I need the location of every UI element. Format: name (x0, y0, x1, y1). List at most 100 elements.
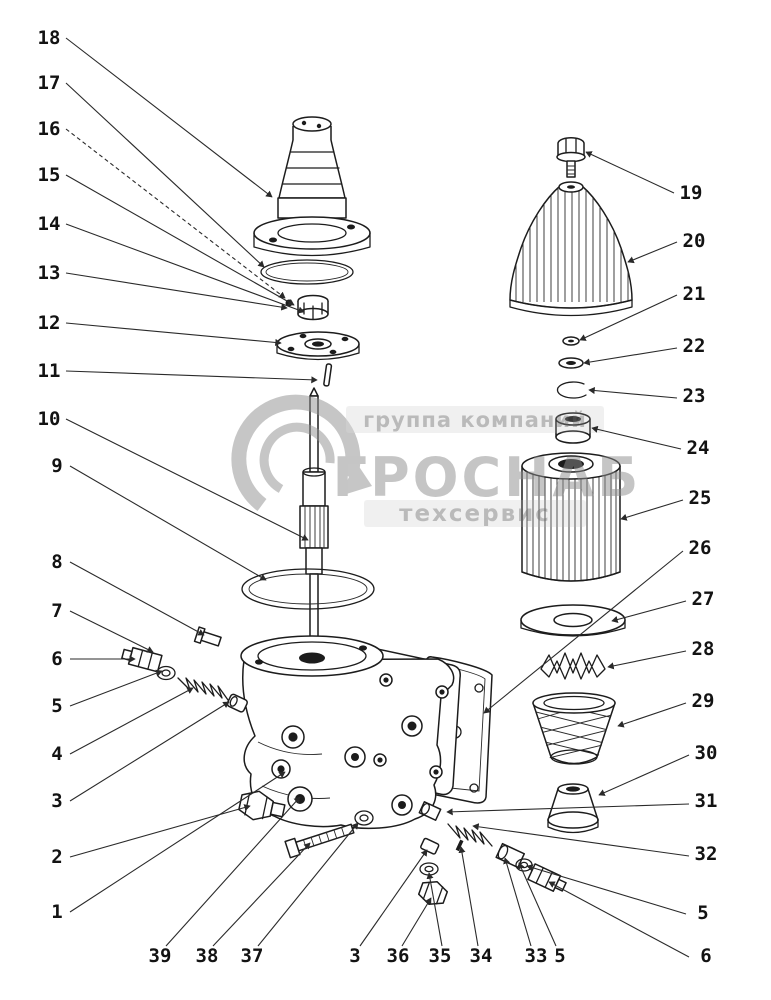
washer-5-part (156, 665, 176, 681)
callout-number-17-1: 17 (38, 72, 61, 94)
callout-number-2-16: 2 (51, 846, 62, 868)
spring-32-part (447, 823, 493, 847)
leader-line-35-23 (426, 872, 443, 947)
leader-line-33-25 (503, 857, 532, 947)
callout-number-11-7: 11 (38, 360, 61, 382)
watermark-line2: ГРОСНАБ (333, 446, 642, 509)
callout-number-4-14: 4 (51, 743, 62, 765)
filter-element-part (521, 452, 621, 582)
callout-number-25-33: 25 (689, 487, 712, 509)
leader-line-32-40 (472, 823, 690, 857)
leader-line-21-29 (579, 294, 678, 341)
callout-number-34-24: 34 (470, 945, 493, 967)
washer-22-part (558, 357, 584, 369)
leader-line-18-0 (65, 37, 273, 198)
leader-line-5-26 (518, 862, 557, 947)
callout-number-24-32: 24 (687, 437, 710, 459)
callout-number-5-13: 5 (51, 695, 62, 717)
watermark-line3: техсервис (399, 501, 551, 527)
callout-number-27-35: 27 (692, 588, 715, 610)
o-ring-part (241, 568, 375, 610)
hex-fitting-6-part (121, 646, 163, 673)
circlip-23-part (556, 381, 587, 399)
callout-number-37-20: 37 (241, 945, 264, 967)
leader-line-9-9 (69, 465, 267, 581)
leader-line-16-2 (65, 128, 286, 299)
cone-part (547, 783, 599, 834)
leader-line-10-8 (65, 418, 309, 541)
left-valve-parts (121, 626, 248, 713)
leader-line-12-6 (65, 322, 282, 347)
leader-line-3-15 (69, 701, 230, 802)
leader-line-17-1 (65, 82, 265, 268)
callout-number-20-28: 20 (683, 230, 706, 252)
felt-washer-part (520, 604, 626, 637)
callout-number-35-23: 35 (429, 945, 452, 967)
leader-line-27-35 (611, 600, 687, 623)
leader-line-38-19 (212, 842, 311, 947)
leader-line-28-36 (607, 650, 687, 670)
callout-number-14-4: 14 (38, 213, 61, 235)
callout-number-32-40: 32 (695, 843, 718, 865)
callout-number-28-36: 28 (692, 638, 715, 660)
spindle-part (253, 116, 371, 257)
leader-line-3-21 (359, 849, 428, 947)
callout-number-21-29: 21 (683, 283, 706, 305)
leader-line-29-37 (617, 702, 687, 728)
leader-line-37-20 (257, 822, 359, 947)
leader-line-2-16 (69, 804, 251, 858)
leader-line-5-41 (526, 864, 687, 915)
leader-line-20-28 (627, 241, 678, 264)
callout-number-38-19: 38 (196, 945, 219, 967)
bushing-31-part (418, 801, 442, 821)
callout-number-22-30: 22 (683, 335, 706, 357)
callout-number-16-2: 16 (38, 118, 61, 140)
pin-part (323, 363, 333, 387)
watermark-line1: группа компаний (363, 408, 587, 432)
callout-number-6-42: 6 (700, 945, 711, 967)
leader-line-25-33 (620, 499, 684, 521)
callout-number-33-25: 33 (525, 945, 548, 967)
callout-number-3-21: 3 (349, 945, 360, 967)
watermark-band-top (346, 406, 604, 433)
spring-4-part (177, 677, 229, 701)
plug-part (238, 790, 286, 821)
pin-34-part (455, 839, 464, 852)
leader-line-22-30 (583, 347, 678, 366)
callout-number-6-12: 6 (51, 648, 62, 670)
leader-line-26-34 (483, 550, 684, 714)
leader-line-11-7 (65, 370, 318, 384)
callout-number-29-37: 29 (692, 690, 715, 712)
callout-number-39-18: 39 (149, 945, 172, 967)
callout-number-9-9: 9 (51, 455, 62, 477)
callout-number-5-41: 5 (697, 902, 708, 924)
leader-line-1-17 (69, 771, 286, 913)
callout-number-15-3: 15 (38, 164, 61, 186)
callout-number-18-0: 18 (38, 27, 61, 49)
leader-line-31-39 (446, 803, 690, 816)
callout-number-19-27: 19 (680, 182, 703, 204)
callout-number-12-6: 12 (38, 312, 61, 334)
leader-line-5-13 (69, 669, 163, 707)
leader-line-36-22 (401, 897, 432, 947)
washer-37-part (354, 810, 374, 826)
callout-number-7-11: 7 (51, 600, 62, 622)
watermark: группа компаний ГРОСНАБ техсервис (231, 394, 642, 527)
callout-number-23-31: 23 (683, 385, 706, 407)
drive-flange-part (276, 331, 360, 361)
callout-number-31-39: 31 (695, 790, 718, 812)
leader-line-34-24 (458, 846, 479, 947)
callout-number-13-5: 13 (38, 262, 61, 284)
callout-number-8-10: 8 (51, 551, 62, 573)
callout-number-5-26: 5 (554, 945, 565, 967)
plunger-3-part (226, 693, 248, 713)
leader-line-23-31 (588, 386, 678, 399)
housing-part (240, 635, 461, 830)
watermark-band-bottom (364, 500, 586, 527)
leader-line-13-5 (65, 272, 288, 311)
castle-nut-part (285, 294, 329, 321)
bolt-8-part (193, 626, 222, 647)
leader-line-7-11 (69, 610, 154, 653)
